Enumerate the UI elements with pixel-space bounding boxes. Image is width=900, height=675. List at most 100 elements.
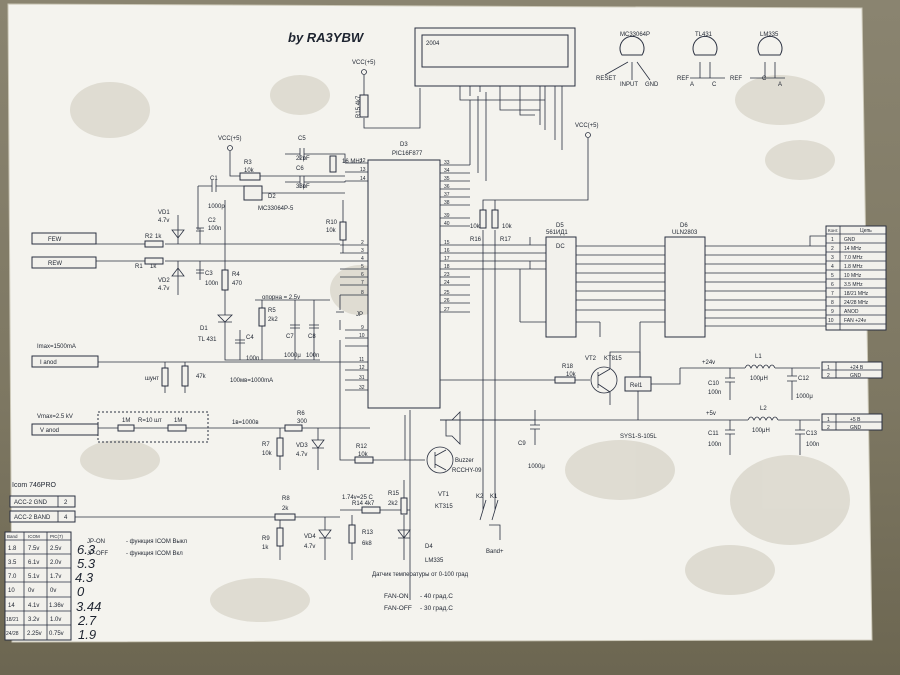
svg-text:14: 14 [8, 603, 15, 609]
svg-text:36: 36 [444, 184, 450, 190]
svg-text:ACC-2 BAND: ACC-2 BAND [14, 515, 51, 521]
svg-text:4.7v: 4.7v [296, 452, 307, 458]
lcd-label: 2004 [426, 41, 440, 47]
svg-text:L2: L2 [760, 406, 767, 412]
svg-text:MC33064P-5: MC33064P-5 [258, 206, 294, 212]
svg-text:10 MHz: 10 MHz [844, 273, 862, 279]
svg-text:100μH: 100μH [750, 376, 768, 382]
svg-text:5: 5 [361, 264, 364, 270]
svg-text:KT815: KT815 [604, 356, 622, 362]
svg-text:10k: 10k [326, 228, 337, 234]
svg-text:40: 40 [444, 221, 450, 227]
svg-text:100n: 100n [708, 442, 721, 448]
band-switch: K2 K1 Band+ [476, 230, 504, 555]
author-title: by RA3YBW [288, 30, 365, 45]
svg-text:6: 6 [831, 282, 834, 288]
svg-text:10: 10 [828, 318, 834, 324]
svg-text:7: 7 [361, 280, 364, 286]
svg-text:C13: C13 [806, 431, 818, 437]
svg-text:1.8 MHz: 1.8 MHz [844, 264, 863, 270]
svg-text:14 MHz: 14 MHz [844, 246, 862, 252]
buzzer-block: R12 10k Buzzer RCCHY-09 VT1 KT315 [339, 340, 482, 510]
svg-text:33pF: 33pF [296, 184, 310, 190]
reference-block: R4 470 D1 TL 431 опорна = 2.5v R5 2k2 C4… [198, 200, 330, 362]
svg-text:1.74v=25 C: 1.74v=25 C [342, 495, 374, 501]
power-supply: +24v L1 100μH C10 100n C12 1000μ 1 +24 В… [440, 354, 883, 470]
svg-text:INPUT: INPUT [620, 82, 638, 88]
svg-text:MC33064P: MC33064P [620, 32, 650, 38]
svg-text:VD4: VD4 [304, 534, 316, 540]
svg-text:24/28: 24/28 [6, 631, 19, 637]
svg-text:GND: GND [844, 237, 856, 243]
svg-text:2k2: 2k2 [268, 317, 278, 323]
pinout-mc33064p: MC33064P RESET INPUT GND [596, 32, 659, 88]
svg-text:C3: C3 [205, 271, 213, 277]
oscillator-block: R3 10k C5 22pF C6 33pF 16 MHz [229, 136, 363, 190]
svg-text:15: 15 [444, 240, 450, 246]
svg-text:3.5: 3.5 [8, 560, 17, 566]
svg-text:- 40 град.С: - 40 град.С [420, 593, 453, 600]
svg-text:4: 4 [361, 256, 364, 262]
svg-text:7: 7 [831, 291, 834, 297]
svg-text:I anod: I anod [40, 360, 57, 366]
svg-text:3.44: 3.44 [76, 599, 101, 614]
svg-text:8: 8 [831, 300, 834, 306]
svg-text:7.0 MHz: 7.0 MHz [844, 255, 863, 261]
svg-text:A: A [690, 82, 694, 88]
svg-text:GND: GND [850, 373, 862, 379]
svg-text:D4: D4 [425, 544, 433, 550]
svg-text:18/21: 18/21 [6, 617, 19, 623]
svg-text:12: 12 [360, 158, 366, 164]
svg-text:+5v: +5v [706, 411, 716, 417]
svg-text:C11: C11 [708, 431, 719, 437]
few-rew-inputs: FEW REW R2 1k R1 1k VD1 4.7v VD2 4.7v C2… [31, 210, 340, 295]
svg-text:2.0v: 2.0v [50, 560, 61, 566]
svg-text:34: 34 [444, 168, 450, 174]
svg-text:VCC(+5): VCC(+5) [352, 60, 376, 66]
svg-text:32: 32 [359, 385, 365, 391]
svg-text:47k: 47k [196, 374, 207, 380]
svg-text:VT2: VT2 [585, 356, 597, 362]
svg-text:5: 5 [831, 273, 834, 279]
svg-text:24: 24 [444, 280, 450, 286]
pullups-r16-r17: 10k 10k R16 R17 [470, 138, 589, 243]
svg-text:+24v: +24v [702, 360, 715, 366]
svg-text:R1: R1 [135, 264, 143, 270]
svg-text:16 MHz: 16 MHz [342, 159, 363, 165]
svg-text:0v: 0v [50, 588, 56, 594]
svg-text:R15: R15 [388, 491, 400, 497]
d6-pin-lines [639, 235, 830, 370]
svg-text:10k: 10k [502, 224, 513, 230]
svg-text:R18: R18 [562, 364, 574, 370]
svg-text:+24 В: +24 В [850, 365, 864, 371]
svg-text:16: 16 [444, 248, 450, 254]
svg-text:R7: R7 [262, 442, 270, 448]
label-few [31, 232, 97, 245]
svg-text:10: 10 [359, 333, 365, 339]
resistor-r10: R10 10k [326, 200, 347, 253]
svg-text:C12: C12 [798, 376, 810, 382]
svg-text:26: 26 [444, 298, 450, 304]
icom-section: Icom 746PRO ACC-2 GND 2 ACC-2 BAND 4 R8 … [9, 482, 340, 560]
svg-text:2.5v: 2.5v [50, 546, 61, 552]
svg-text:1.7v: 1.7v [50, 574, 61, 580]
svg-text:C9: C9 [518, 441, 526, 447]
svg-text:Band: Band [7, 534, 18, 539]
svg-text:10k: 10k [566, 372, 577, 378]
svg-text:1000μ: 1000μ [528, 464, 545, 470]
svg-text:37: 37 [444, 192, 450, 198]
svg-text:100n: 100n [246, 356, 259, 362]
svg-text:FEW: FEW [48, 237, 62, 243]
svg-text:Vmax=2.5 kV: Vmax=2.5 kV [37, 414, 73, 420]
svg-text:3: 3 [831, 255, 834, 261]
svg-text:R16: R16 [470, 237, 482, 243]
svg-text:4.3: 4.3 [75, 570, 94, 585]
svg-text:2: 2 [64, 500, 68, 506]
svg-text:Imax=1500mA: Imax=1500mA [37, 344, 76, 350]
svg-text:10k: 10k [262, 451, 273, 457]
svg-text:D3: D3 [400, 142, 408, 148]
svg-text:VD3: VD3 [296, 443, 308, 449]
svg-text:300: 300 [297, 419, 308, 425]
svg-text:25: 25 [444, 290, 450, 296]
svg-text:18/21 MHz: 18/21 MHz [844, 291, 869, 297]
